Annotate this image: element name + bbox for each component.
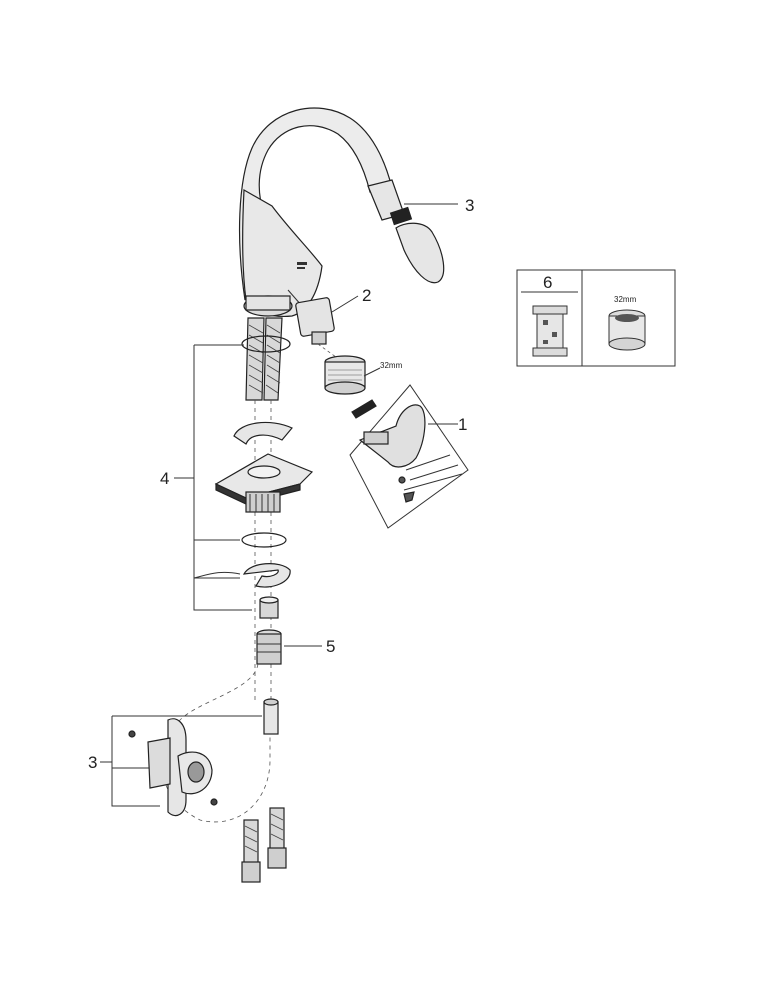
hose-weight (263, 698, 279, 735)
callout-cartridge: 2 (362, 286, 371, 305)
callout-wall-holder: 3 (88, 753, 97, 772)
callout-spray-head: 3 (465, 196, 474, 215)
spare-tool-number: 6 (543, 273, 552, 292)
spare-parts-box: 6 32mm (516, 269, 676, 367)
aerator-size-label: 32mm (380, 361, 403, 370)
callout-aerator-assembly: 1 (458, 415, 467, 434)
mounting-kit (174, 344, 314, 619)
mounting-tool-icon (532, 305, 568, 357)
spare-aerator-size: 32mm (614, 295, 637, 304)
hose-connector (256, 629, 322, 665)
aerator (324, 355, 381, 395)
aerator-holder-assembly (349, 384, 469, 529)
pull-out-spray-head (367, 179, 445, 284)
supply-hose-ends (241, 807, 287, 883)
faucet-body (238, 107, 393, 317)
callout-mounting-kit: 4 (160, 469, 169, 488)
supply-hoses (241, 317, 291, 700)
wall-holder (100, 715, 262, 817)
cartridge (287, 289, 359, 361)
aerator-spare-icon (608, 309, 646, 351)
callout-hose-connector: 5 (326, 637, 335, 656)
